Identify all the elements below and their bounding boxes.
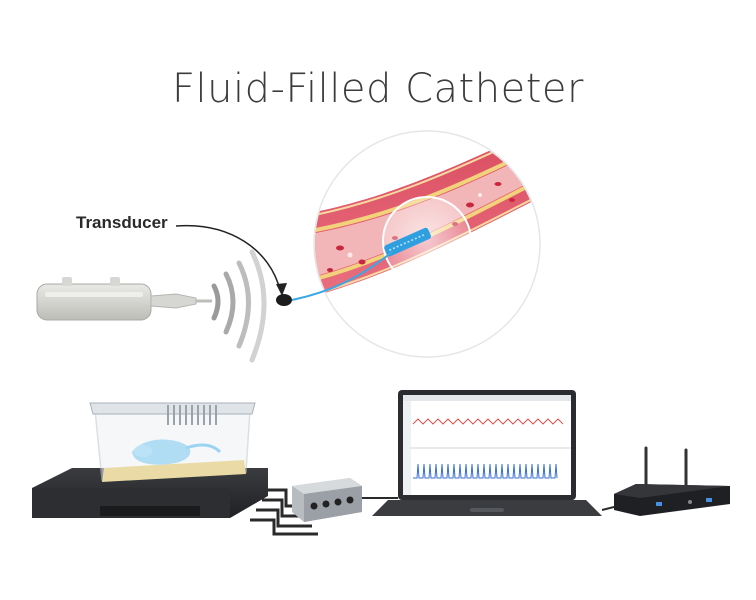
transducer-label: Transducer [76,213,168,232]
catheter-tip [384,227,431,257]
laptop-screen [403,395,571,495]
amplifier-box [292,478,362,522]
label-pointer-arrowhead [276,283,287,296]
catheter-line [291,251,393,301]
transducer-sensor [276,294,292,306]
laptop [372,390,602,516]
receiver-box [614,446,730,516]
transducer-housing [36,277,212,321]
label-pointer-line [175,224,281,291]
lens-highlight [382,196,472,286]
ecg-waveform [413,463,558,479]
animal-cage-platform [32,402,268,518]
signal-waves [211,249,267,363]
pressure-waveform [412,418,564,425]
page-title: Fluid-Filled Catheter [172,66,584,112]
blood-vessel-magnifier [313,130,541,358]
